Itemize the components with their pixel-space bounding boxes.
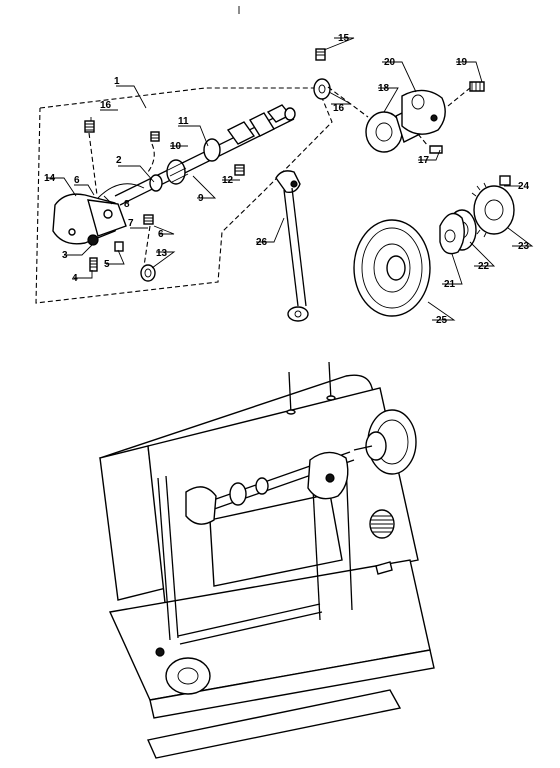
screw-17 xyxy=(429,145,443,154)
callout-11: 11 xyxy=(178,116,189,127)
assembly-group-outline xyxy=(35,87,333,304)
callout-13: 13 xyxy=(156,248,168,259)
clutch-21 xyxy=(439,212,465,255)
callout-26: 26 xyxy=(256,237,268,248)
callout-21: 21 xyxy=(444,279,456,290)
callout-18: 18 xyxy=(378,83,390,94)
machine-internal-mechanism xyxy=(155,451,355,695)
callout-22: 22 xyxy=(478,261,490,272)
assembly-dashes xyxy=(88,132,155,267)
callout-9: 9 xyxy=(198,193,204,204)
callout-4: 4 xyxy=(72,273,78,284)
set-screw-16 xyxy=(84,120,95,133)
connecting-rod xyxy=(275,170,309,322)
callout-19: 19 xyxy=(456,57,468,68)
bushing-16 xyxy=(313,78,331,100)
stitch-length-dial xyxy=(369,509,395,539)
cam-housing-20 xyxy=(401,89,446,135)
set-screw-12 xyxy=(234,164,245,176)
gear-23 xyxy=(471,182,515,238)
callout-2: 2 xyxy=(116,155,122,166)
machine-handwheel xyxy=(353,409,417,475)
callout-12: 12 xyxy=(222,175,234,186)
callout-6a: 6 xyxy=(74,175,80,186)
callout-10: 10 xyxy=(170,141,182,152)
callout-16b: 16 xyxy=(333,103,345,114)
callout-23: 23 xyxy=(518,241,530,252)
reverse-lever xyxy=(375,561,393,575)
screw-24 xyxy=(499,175,511,186)
washer-13 xyxy=(140,264,156,282)
callout-24: 24 xyxy=(518,181,530,192)
callout-7: 7 xyxy=(128,218,134,229)
callout-labels: 1 2 3 4 5 6 6 7 8 9 10 11 12 13 14 15 16… xyxy=(44,33,530,326)
set-screw-8 xyxy=(143,214,154,225)
screw-4 xyxy=(89,257,98,272)
set-screw-10 xyxy=(150,131,160,142)
callout-15: 15 xyxy=(338,33,350,44)
screw-19 xyxy=(469,81,485,92)
handwheel xyxy=(353,219,431,317)
callout-3: 3 xyxy=(62,250,68,261)
callout-16a: 16 xyxy=(100,100,112,111)
needle-bar-crank xyxy=(52,183,145,246)
screw-5 xyxy=(114,241,124,252)
callout-14: 14 xyxy=(44,173,56,184)
callout-25: 25 xyxy=(436,315,448,326)
leader-lines xyxy=(46,37,534,321)
callout-6b: 6 xyxy=(158,229,164,240)
upper-shaft xyxy=(114,104,296,206)
callout-8: 8 xyxy=(124,199,130,210)
callout-5: 5 xyxy=(104,259,110,270)
oiler-15 xyxy=(315,48,326,61)
callout-17: 17 xyxy=(418,155,430,166)
callout-1: 1 xyxy=(114,76,120,87)
callout-20: 20 xyxy=(384,57,396,68)
